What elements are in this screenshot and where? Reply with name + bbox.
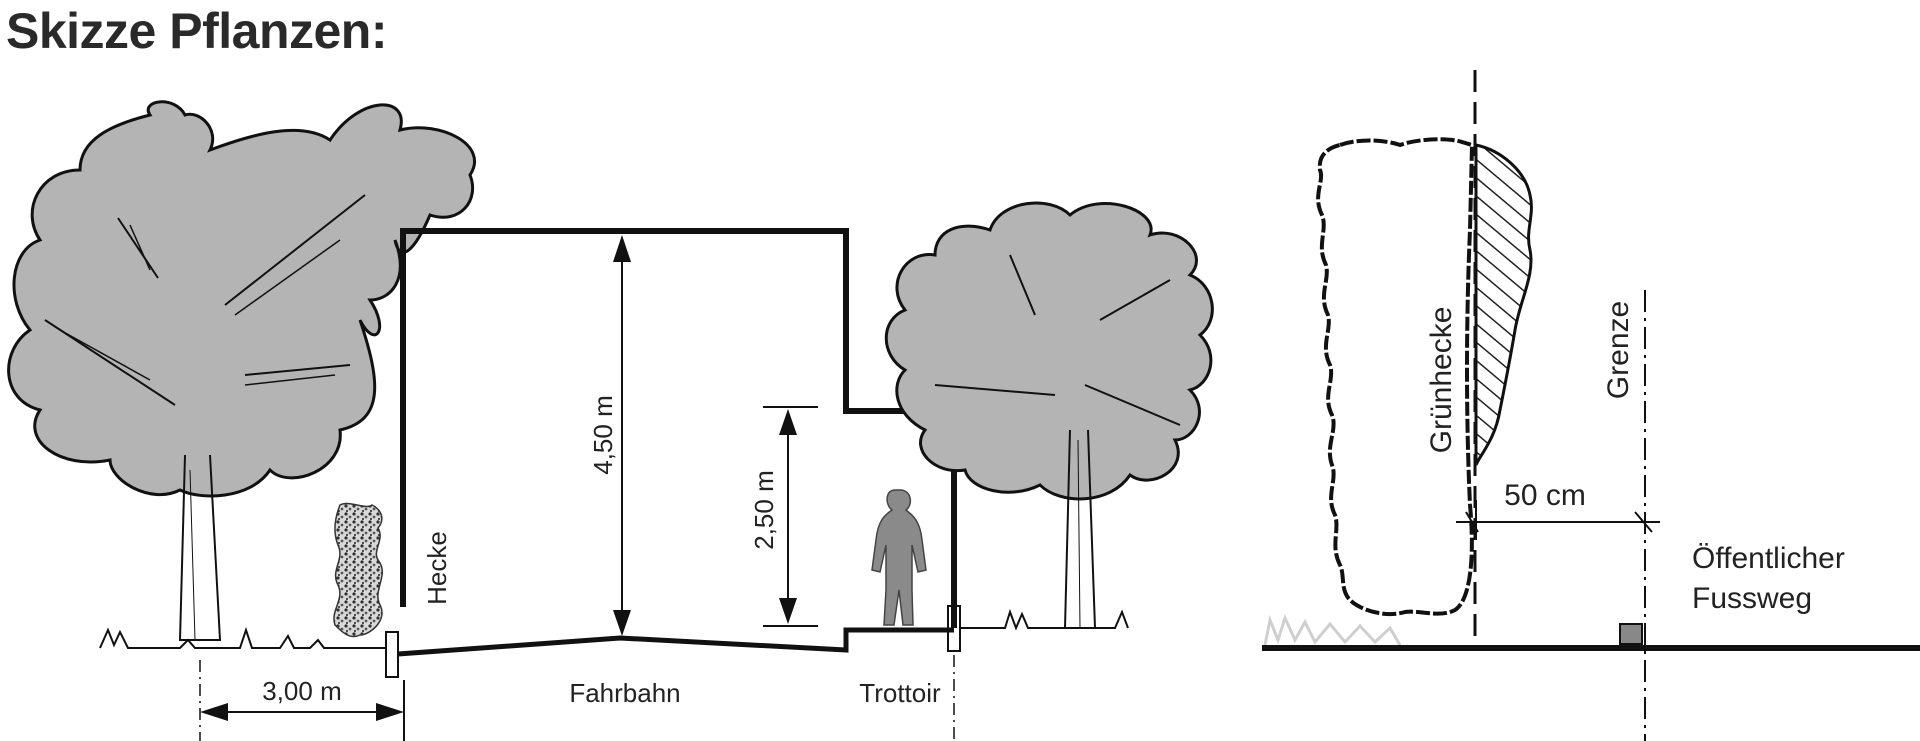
page-title: Skizze Pflanzen: — [6, 3, 388, 59]
height-dimension-sidewalk: 2,50 m — [749, 406, 818, 627]
road-label: Fahrbahn — [569, 678, 680, 708]
green-hedge-label: Grünhecke — [1425, 307, 1458, 454]
right-grass — [960, 608, 1129, 631]
height-sidewalk-label: 2,50 m — [749, 470, 779, 550]
height-dimension-road: 4,50 m — [588, 235, 631, 636]
hedge-label: Hecke — [422, 531, 452, 605]
pedestrian-icon — [871, 489, 927, 626]
boundary-stone-icon — [1619, 623, 1643, 645]
right-sketch: Grünhecke Grenze 50 cm Öffentlicher Fuss… — [1262, 70, 1920, 741]
left-post — [385, 631, 399, 678]
left-hedge-icon — [333, 502, 383, 638]
footpath-label-line2: Fussweg — [1692, 582, 1812, 615]
height-road-label: 4,50 m — [588, 395, 618, 475]
hedge-overhang-hatch — [1474, 143, 1533, 466]
left-tree-icon — [7, 100, 477, 641]
green-hedge-icon — [1316, 137, 1475, 617]
boundary-label: Grenze — [1602, 301, 1635, 399]
left-grass — [99, 626, 385, 649]
road-surface — [397, 627, 954, 657]
right-tree-icon — [884, 201, 1214, 629]
hedge-grass — [1263, 613, 1402, 646]
distance-dimension: 3,00 m — [200, 676, 405, 741]
left-sketch: 4,50 m 2,50 m Hecke — [7, 100, 1214, 741]
clearance-profile — [400, 228, 957, 628]
footpath-label-line1: Öffentlicher — [1692, 542, 1845, 575]
hedge-distance-label: 50 cm — [1504, 479, 1586, 512]
distance-label: 3,00 m — [262, 676, 342, 706]
hedge-distance-dimension: 50 cm — [1456, 479, 1660, 540]
sidewalk-label: Trottoir — [859, 678, 941, 708]
